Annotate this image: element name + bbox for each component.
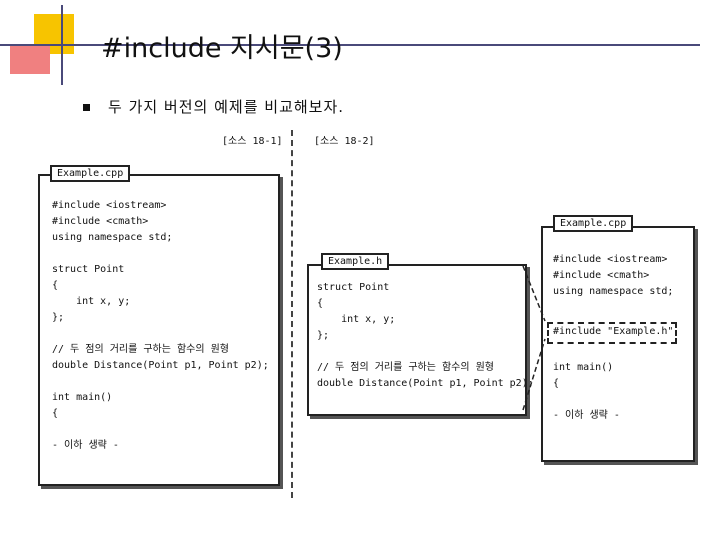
connector-line-bottom <box>523 339 545 410</box>
connector-line-top <box>523 266 545 321</box>
